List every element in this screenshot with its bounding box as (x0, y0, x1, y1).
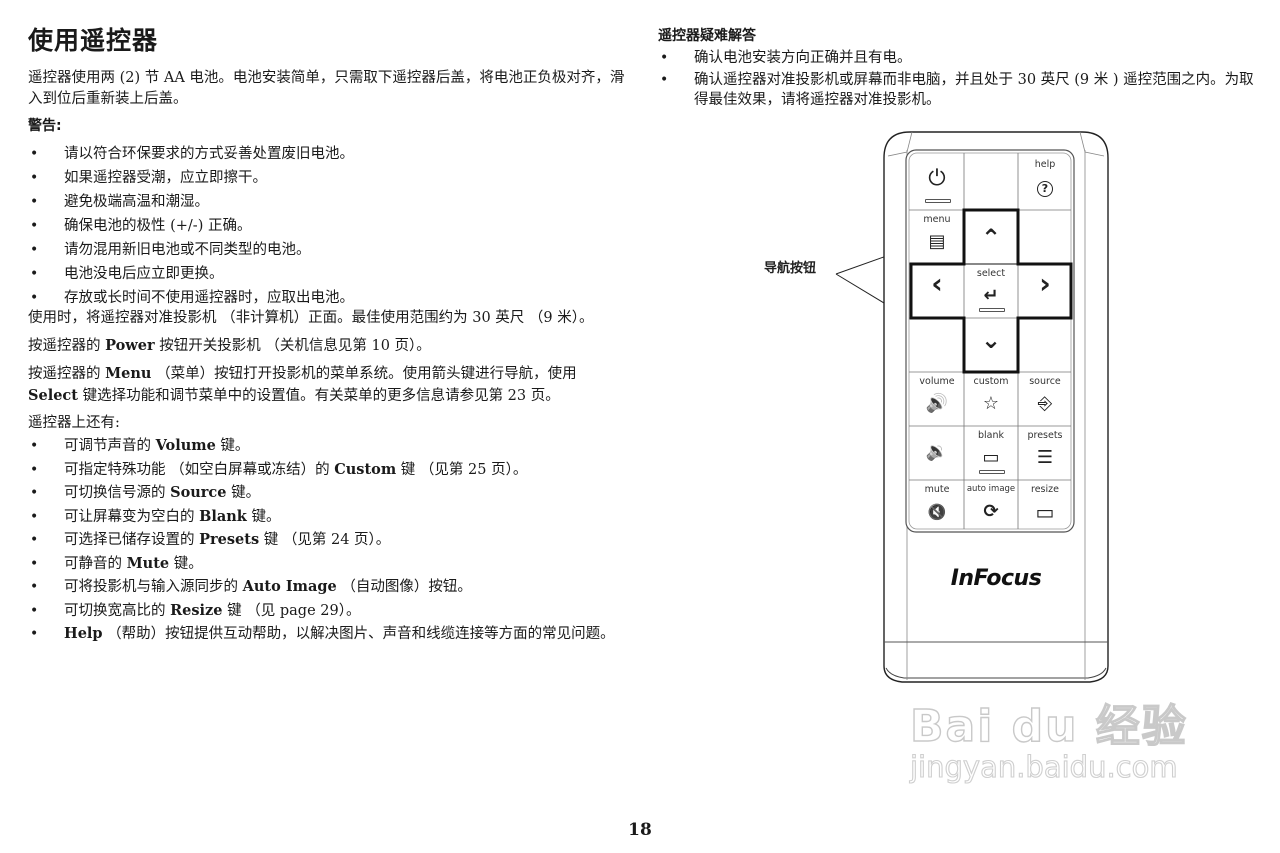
resize-icon: ▭ (1035, 500, 1055, 524)
mute-label: mute (924, 484, 950, 495)
power-paragraph: 按遥控器的 Power 按钮开关投影机 （关机信息见第 10 页）。 (28, 337, 431, 354)
troubleshooting-list: 确认电池安装方向正确并且有电。 确认遥控器对准投影机或屏幕而非电脑，并且处于 3… (658, 48, 1258, 110)
warning-list: 请以符合环保要求的方式妥善处置废旧电池。 如果遥控器受潮，应立即擦干。 避免极端… (28, 144, 628, 308)
presets-button[interactable]: presets ☰ (1018, 426, 1072, 479)
warning-item: 请勿混用新旧电池或不同类型的电池。 (28, 240, 628, 260)
right-column: 遥控器疑难解答 确认电池安装方向正确并且有电。 确认遥控器对准投影机或屏幕而非电… (658, 26, 1258, 112)
volume-down-icon: 🔉 (925, 441, 949, 462)
warning-item: 确保电池的极性 (+/-) 正确。 (28, 216, 628, 236)
blank-key-row2-right (1018, 210, 1072, 263)
mute-button[interactable]: mute 🔇 (910, 480, 964, 533)
auto-image-button[interactable]: auto image ⟳ (964, 480, 1018, 533)
remote-body-outline (883, 131, 1109, 683)
feature-item-help: Help （帮助）按钮提供互动帮助，以解决图片、声音和线缆连接等方面的常见问题。 (28, 624, 628, 644)
intro-paragraph: 遥控器使用两 (2) 节 AA 电池。电池安装简单，只需取下遥控器后盖，将电池正… (28, 70, 625, 107)
custom-label: custom (973, 376, 1009, 387)
presets-label: presets (1027, 430, 1063, 441)
warning-item: 电池没电后应立即更换。 (28, 264, 628, 284)
volume-up-button[interactable]: volume 🔊 (910, 372, 964, 425)
baidu-watermark: Bai du 经验 jingyan.baidu.com (909, 690, 1210, 800)
feature-list: 可调节声音的 Volume 键。 可指定特殊功能 （如空白屏幕或冻结）的 Cus… (28, 436, 628, 644)
watermark-brand: Bai du 经验 (909, 700, 1188, 752)
menu-button[interactable]: menu ▤ (910, 210, 964, 263)
page-number: 18 (628, 820, 652, 840)
right-arrow-button[interactable]: › (1018, 264, 1072, 317)
resize-button[interactable]: resize ▭ (1018, 480, 1072, 533)
help-button[interactable]: help ? (1018, 155, 1072, 208)
warning-heading: 警告: (28, 118, 62, 134)
remote-control-illustration: ⏻ help ? menu ▤ ⌃ ‹ select ↵ › (880, 128, 1112, 688)
power-indicator-bar (925, 199, 951, 203)
feature-item-presets: 可选择已储存设置的 Presets 键 （见第 24 页）。 (28, 530, 628, 550)
feature-item-resize: 可切换宽高比的 Resize 键 （见 page 29）。 (28, 601, 628, 621)
feature-item-auto-image: 可将投影机与输入源同步的 Auto Image （自动图像）按钮。 (28, 577, 628, 597)
source-button[interactable]: source ⎆ (1018, 372, 1072, 425)
volume-up-icon: 🔊 (925, 393, 949, 414)
blank-key-top-center (964, 155, 1018, 208)
warning-item: 避免极端高温和潮湿。 (28, 192, 628, 212)
blank-screen-icon: ▭ (982, 447, 1000, 468)
warning-item: 请以符合环保要求的方式妥善处置废旧电池。 (28, 144, 628, 164)
blank-button[interactable]: blank ▭ (964, 426, 1018, 479)
up-arrow-button[interactable]: ⌃ (964, 210, 1018, 263)
down-arrow-button[interactable]: ⌄ (964, 318, 1018, 371)
feature-item-custom: 可指定特殊功能 （如空白屏幕或冻结）的 Custom 键 （见第 25 页）。 (28, 460, 628, 480)
menu-paragraph: 按遥控器的 Menu （菜单）按钮打开投影机的菜单系统。使用箭头键进行导航，使用… (28, 365, 577, 404)
feature-item-source: 可切换信号源的 Source 键。 (28, 483, 628, 503)
feature-item-blank: 可让屏幕变为空白的 Blank 键。 (28, 507, 628, 527)
chevron-down-icon: ⌄ (980, 326, 1002, 354)
volume-down-button[interactable]: 🔉 (910, 426, 964, 479)
blank-key-row4-left (910, 318, 964, 371)
custom-button[interactable]: custom ☆ (964, 372, 1018, 425)
feature-item-volume: 可调节声音的 Volume 键。 (28, 436, 628, 456)
resize-label: resize (1031, 484, 1059, 495)
chevron-left-icon: ‹ (931, 267, 943, 300)
warning-item: 如果遥控器受潮，应立即擦干。 (28, 168, 628, 188)
source-input-icon: ⎆ (1037, 393, 1053, 414)
source-label: source (1029, 376, 1061, 387)
enter-icon: ↵ (983, 285, 999, 306)
keypad: ⏻ help ? menu ▤ ⌃ ‹ select ↵ › (908, 153, 1072, 527)
star-icon: ☆ (982, 393, 1000, 414)
menu-icon: ▤ (928, 231, 946, 252)
select-label: select (976, 268, 1006, 279)
left-column: 使用遥控器 遥控器使用两 (2) 节 AA 电池。电池安装简单，只需取下遥控器后… (28, 24, 628, 648)
help-icon: ? (1018, 177, 1072, 197)
presets-list-icon: ☰ (1036, 447, 1054, 468)
mute-icon: 🔇 (927, 503, 947, 521)
blank-label: blank (977, 430, 1004, 441)
page-title: 使用遥控器 (28, 26, 159, 55)
also-heading: 遥控器上还有: (28, 415, 120, 431)
tip-item: 确认遥控器对准投影机或屏幕而非电脑，并且处于 30 英尺 (9 米 ) 遥控范围… (658, 70, 1258, 110)
volume-label: volume (919, 376, 955, 387)
feature-item-mute: 可静音的 Mute 键。 (28, 554, 628, 574)
navigation-buttons-callout: 导航按钮 (764, 261, 817, 276)
help-label: help (1034, 159, 1056, 170)
power-button[interactable]: ⏻ (910, 155, 964, 208)
select-indicator-bar (979, 308, 1005, 312)
auto-image-label: auto image (966, 484, 1016, 494)
warning-item: 存放或长时间不使用遥控器时，应取出电池。 (28, 288, 628, 308)
usage-paragraph: 使用时，将遥控器对准投影机 （非计算机）正面。最佳使用范围约为 30 英尺 （9… (28, 310, 594, 326)
chevron-up-icon: ⌃ (980, 224, 1002, 252)
select-button[interactable]: select ↵ (964, 264, 1018, 317)
blank-indicator-bar (979, 470, 1005, 474)
blank-key-row4-right (1018, 318, 1072, 371)
infocus-logo: InFocus (950, 566, 1042, 591)
left-arrow-button[interactable]: ‹ (910, 264, 964, 317)
tip-item: 确认电池安装方向正确并且有电。 (658, 48, 1258, 68)
power-icon: ⏻ (928, 166, 946, 191)
troubleshooting-heading: 遥控器疑难解答 (658, 28, 756, 44)
chevron-right-icon: › (1039, 267, 1051, 300)
menu-label: menu (923, 214, 951, 225)
auto-image-sync-icon: ⟳ (983, 501, 999, 522)
watermark-url: jingyan.baidu.com (909, 749, 1178, 784)
